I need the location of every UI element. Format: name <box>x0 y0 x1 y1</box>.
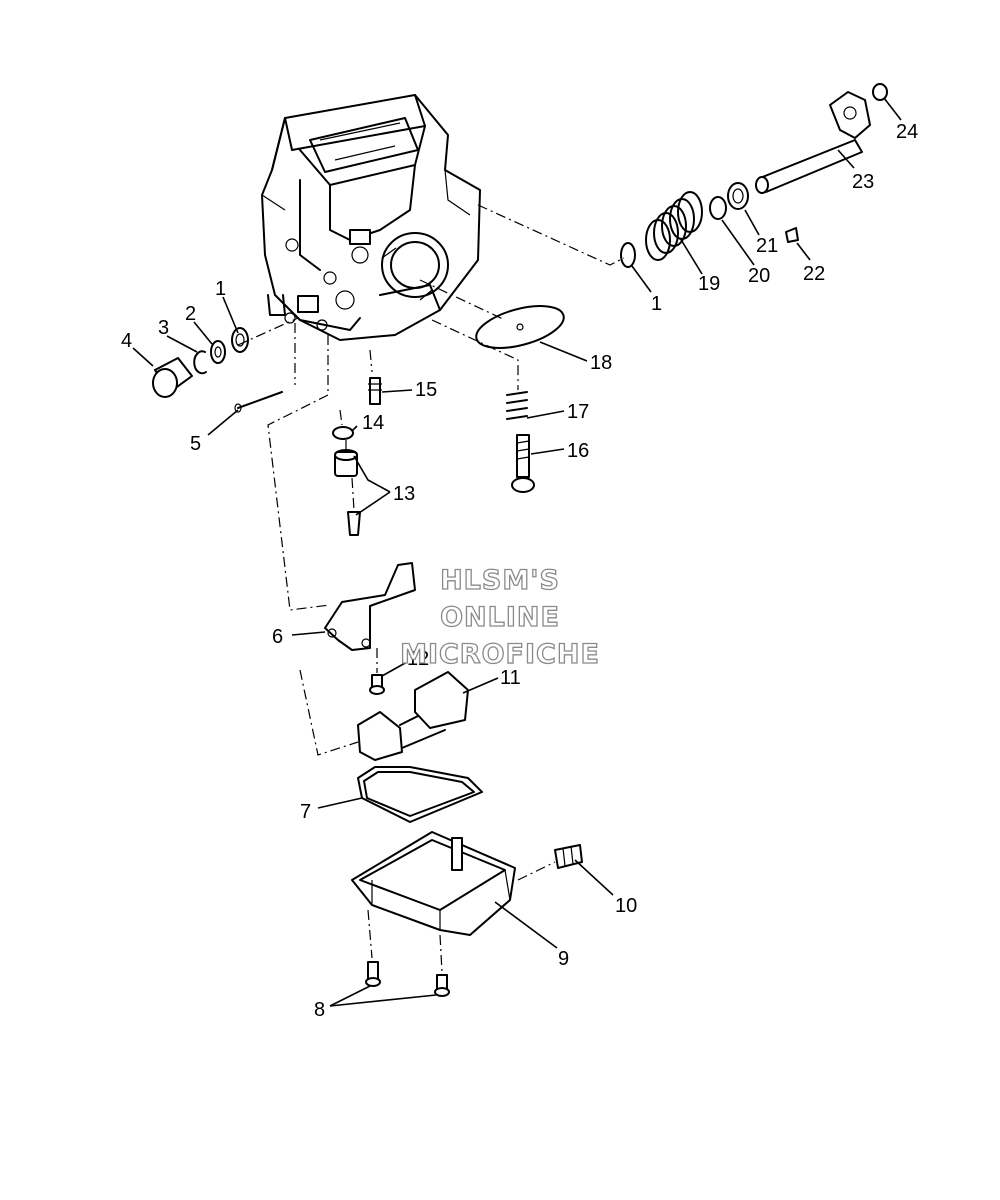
part-19-spring <box>645 191 703 261</box>
part-15-jet <box>368 377 382 405</box>
part-8-screws <box>365 961 450 997</box>
callout-24: 24 <box>896 121 918 143</box>
part-16-pilot-screw <box>511 434 535 493</box>
carburetor-body <box>261 94 481 341</box>
watermark-line-2: ONLINE <box>440 602 560 633</box>
callout-16: 16 <box>567 440 589 462</box>
assembly-guide-lines <box>237 204 625 973</box>
part-6-bracket <box>324 562 416 651</box>
callout-4: 4 <box>121 330 132 352</box>
part-12-screw <box>369 674 385 695</box>
part-9-float-bowl <box>351 831 516 936</box>
part-3-e-clip <box>193 350 207 375</box>
part-13-needle-valve <box>334 449 361 536</box>
part-1-seal-left <box>231 327 249 353</box>
part-20-washer <box>709 196 727 220</box>
part-23-throttle-shaft <box>755 139 863 194</box>
part-11-float <box>357 671 469 761</box>
callout-14: 14 <box>362 412 384 434</box>
part-17-spring <box>506 391 528 420</box>
callout-5: 5 <box>190 433 201 455</box>
part-1-seal-right <box>620 242 636 268</box>
callout-15: 15 <box>415 379 437 401</box>
leader-lines <box>132 97 902 1007</box>
part-24-lever <box>829 83 888 139</box>
watermark: HLSM'S ONLINE MICROFICHE <box>399 564 600 670</box>
callout-6: 6 <box>272 626 283 648</box>
callout-10: 10 <box>615 895 637 917</box>
part-21-collar <box>727 182 749 210</box>
callout-1-right: 1 <box>651 293 662 315</box>
callout-2: 2 <box>185 303 196 325</box>
callout-20: 20 <box>748 265 770 287</box>
callout-18: 18 <box>590 352 612 374</box>
callout-7: 7 <box>300 801 311 823</box>
callout-19: 19 <box>698 273 720 295</box>
callout-17: 17 <box>567 401 589 423</box>
callout-8: 8 <box>314 999 325 1021</box>
callout-11: 11 <box>500 667 521 689</box>
callout-1-left: 1 <box>215 278 226 300</box>
callout-9: 9 <box>558 948 569 970</box>
callout-21: 21 <box>756 235 778 257</box>
watermark-line-1: HLSM'S <box>440 565 560 596</box>
callout-12: 12 <box>407 648 429 670</box>
part-4-cap <box>152 357 193 398</box>
callout-13: 13 <box>393 483 415 505</box>
callout-3: 3 <box>158 317 169 339</box>
watermark-line-3: MICROFICHE <box>400 639 600 670</box>
part-5-pin <box>234 391 283 413</box>
callout-23: 23 <box>852 171 874 193</box>
callout-labels: 1 2 3 4 5 6 7 8 9 10 11 12 13 14 15 16 1… <box>121 121 918 1021</box>
part-7-gasket <box>357 766 483 823</box>
part-22-screw <box>785 227 799 243</box>
callout-22: 22 <box>803 263 825 285</box>
part-14-o-ring <box>332 426 354 440</box>
part-2-washer <box>210 340 226 364</box>
part-10-drain-screw <box>554 844 583 869</box>
